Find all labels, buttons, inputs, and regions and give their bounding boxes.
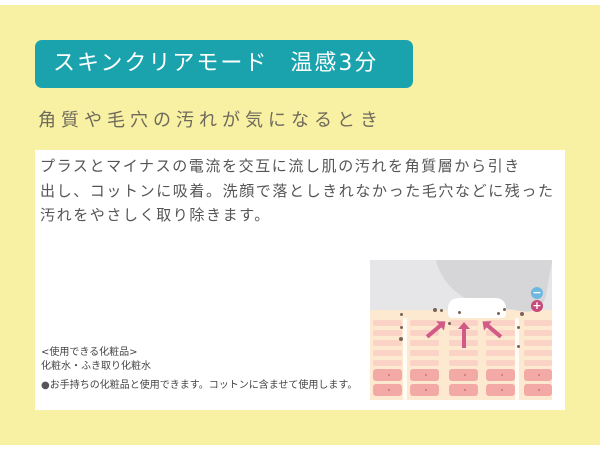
dirt-particle <box>399 337 403 341</box>
skin-cell <box>486 320 515 326</box>
dirt-particle <box>503 308 506 311</box>
usage-note-text: お手持ちの化粧品と使用できます。コットンに含ませて使用します。 <box>49 380 358 391</box>
skin-cell <box>524 360 552 366</box>
skin-cell <box>524 350 552 356</box>
pore-illustration <box>515 318 519 400</box>
skin-cell <box>373 330 402 336</box>
skin-cell <box>524 320 552 326</box>
skin-cell <box>410 369 439 381</box>
skin-cell <box>486 360 515 366</box>
mode-title-banner: スキンクリアモード温感3分 <box>35 40 413 88</box>
cotton-pad-illustration <box>448 298 506 318</box>
description-line: 出し、コットンに吸着。洗顔で落としきれなかった毛穴などに残った <box>40 181 555 200</box>
skin-cell <box>486 369 515 381</box>
cosmetics-heading: <使用できる化粧品> <box>41 347 138 358</box>
skin-cell <box>449 384 478 396</box>
dirt-particle <box>520 312 524 316</box>
skin-cell <box>373 340 402 346</box>
skin-cell <box>449 369 478 381</box>
skin-cell <box>410 320 439 326</box>
skin-cell <box>449 350 478 356</box>
usage-notes: <使用できる化粧品> 化粧水・ふき取り化粧水 ●お手持ちの化粧品と使用できます。… <box>41 346 357 393</box>
description-text: プラスとマイナスの電流を交互に流し肌の汚れを角質層から引き 出し、コットンに吸着… <box>40 154 565 228</box>
skin-cell <box>486 340 515 346</box>
skin-cell <box>524 384 552 396</box>
bullet-icon: ● <box>41 380 50 391</box>
plus-ion-icon: + <box>531 299 543 312</box>
skin-cell <box>373 384 402 396</box>
skin-cell <box>373 360 402 366</box>
skin-cell <box>410 350 439 356</box>
dirt-particle <box>458 311 461 314</box>
skin-illustration: − + <box>370 260 552 400</box>
dirt-particle <box>497 312 500 315</box>
minus-ion-icon: − <box>531 286 543 299</box>
dirt-particle <box>517 326 520 329</box>
skin-cell <box>524 369 552 381</box>
cosmetics-list: 化粧水・ふき取り化粧水 <box>41 361 151 372</box>
dirt-particle <box>517 345 520 348</box>
skin-cell <box>410 384 439 396</box>
subtitle: 角質や毛穴の汚れが気になるとき <box>38 110 383 131</box>
dirt-particle <box>448 322 451 325</box>
mode-detail: 温感3分 <box>290 51 379 76</box>
dirt-particle <box>400 313 403 316</box>
skin-cell <box>410 330 439 336</box>
skin-cell <box>410 360 439 366</box>
dirt-particle <box>440 309 443 312</box>
skin-cell <box>524 340 552 346</box>
skin-cell <box>373 350 402 356</box>
skin-cell <box>373 320 402 326</box>
skin-cell <box>449 360 478 366</box>
skin-cell <box>524 330 552 336</box>
dirt-particle <box>400 326 403 329</box>
skin-cell <box>486 384 515 396</box>
pore-illustration <box>403 318 407 400</box>
mode-name: スキンクリアモード <box>53 51 269 76</box>
usage-note: ●お手持ちの化粧品と使用できます。コットンに含ませて使用します。 <box>41 379 357 393</box>
description-line: プラスとマイナスの電流を交互に流し肌の汚れを角質層から引き <box>40 157 521 175</box>
description-line: 汚れをやさしく取り除きます。 <box>40 206 271 224</box>
skin-cell <box>486 350 515 356</box>
skin-cell <box>410 340 439 346</box>
skin-cell <box>373 369 402 381</box>
arrow-up-icon <box>458 322 470 348</box>
description-card: プラスとマイナスの電流を交互に流し肌の汚れを角質層から引き 出し、コットンに吸着… <box>35 150 565 410</box>
dirt-particle <box>433 308 437 312</box>
